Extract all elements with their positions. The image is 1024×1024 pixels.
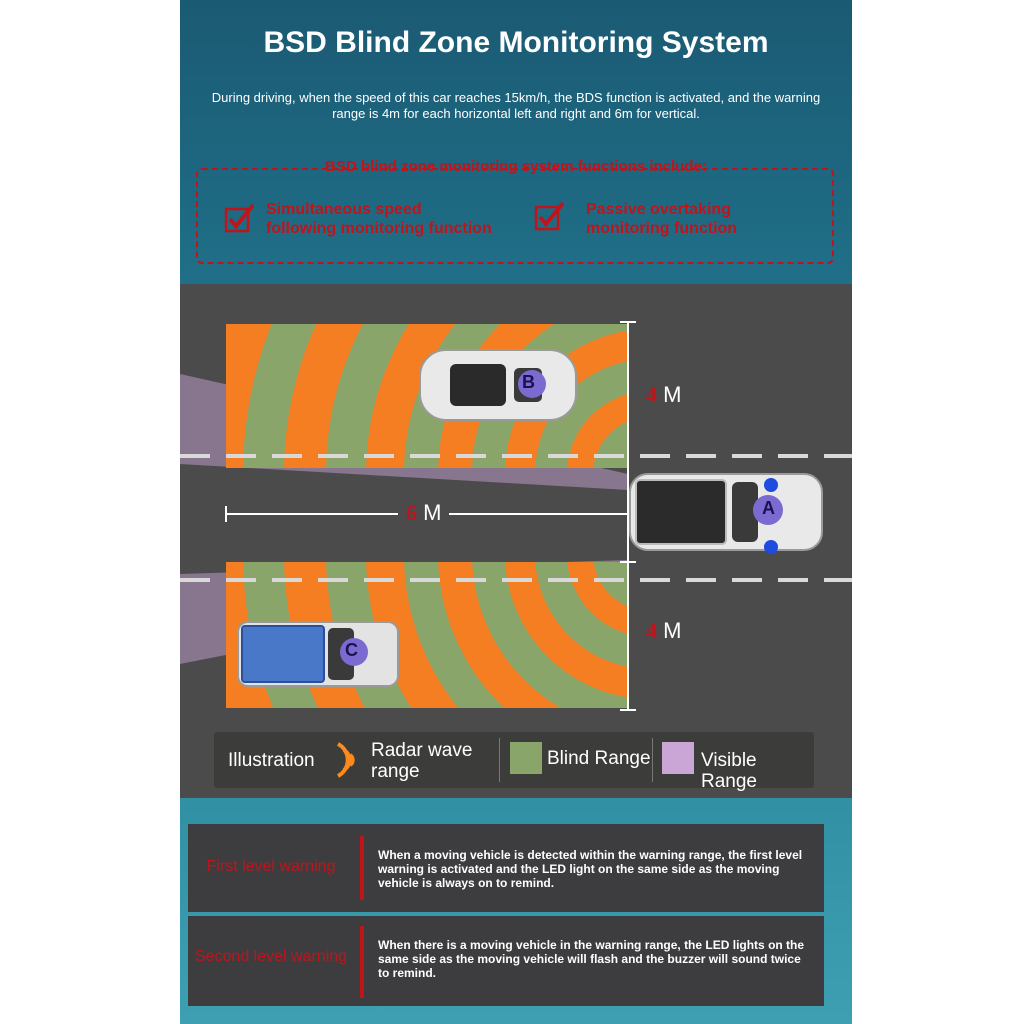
legend-blind: Blind Range [547,748,651,769]
function-line: Simultaneous speed [266,201,422,218]
range-number: 4 [646,618,657,643]
road-diagram: B A C 4 M 6 M 4 M [180,284,852,798]
top-range-label: 4 M [646,382,681,408]
function-item-speed-following: Simultaneous speed following monitoring … [266,200,492,238]
radar-wave-icon [336,742,355,778]
legend-divider [652,738,653,782]
warning-bar [360,836,364,900]
car-a-label: A [762,498,775,518]
function-item-passive-overtaking: Passive overtaking monitoring function [586,200,737,238]
functions-title: BSD blind zone monitoring system functio… [325,158,707,175]
legend-divider [499,738,500,782]
visible-range-swatch [662,742,694,774]
checkmark-icon [534,201,564,231]
function-line: following monitoring function [266,220,492,237]
blind-range-swatch [510,742,542,774]
car-c-icon [237,621,399,687]
warning-label: Second level warning [194,948,348,965]
legend-radar: Radar wave range [371,740,473,782]
legend-illustration: Illustration [228,750,315,771]
range-unit: M [663,618,682,643]
intro-text: During driving, when the speed of this c… [211,90,821,121]
length-range-label: 6 M [398,500,450,526]
bottom-range-label: 4 M [646,618,681,644]
function-line: Passive overtaking [586,201,731,218]
range-number: 6 [406,500,417,525]
infographic-panel: BSD Blind Zone Monitoring System During … [180,0,852,1024]
range-unit: M [663,382,682,407]
warning-first-level: First level warning When a moving vehicl… [188,824,824,912]
car-a-icon [629,473,823,554]
checkmark-icon [224,203,254,233]
car-c-label: C [345,640,358,660]
functions-box [196,168,834,264]
range-unit: M [423,500,442,525]
warning-text: When a moving vehicle is detected within… [378,848,803,890]
legend: Illustration Radar wave range Blind Rang… [214,732,814,792]
page-title: BSD Blind Zone Monitoring System [263,26,769,59]
warning-label: First level warning [206,858,336,875]
function-line: monitoring function [586,220,738,237]
warning-text: When there is a moving vehicle in the wa… [378,938,805,980]
car-b-label: B [522,372,535,392]
warning-second-level: Second level warning When there is a mov… [188,916,824,1006]
road-graphics [180,321,852,711]
legend-visible: Visible Range [701,750,757,792]
warning-bar [360,926,364,998]
car-b-icon [419,349,577,421]
range-number: 4 [646,382,657,407]
